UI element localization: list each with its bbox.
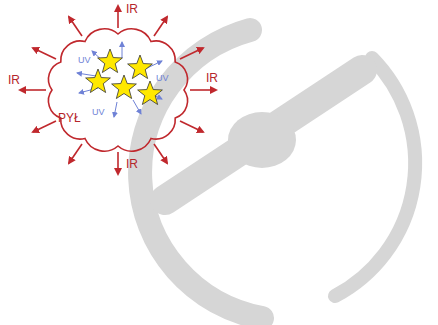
cloud-border	[48, 29, 187, 151]
uv-arrows	[77, 42, 162, 117]
stars	[86, 49, 163, 105]
dust-label: PYŁ	[58, 112, 81, 124]
dust-cloud: PYŁ	[46, 28, 190, 152]
ir-arrows	[20, 6, 216, 174]
uv-label: UV	[92, 108, 105, 117]
uv-label: UV	[78, 56, 91, 65]
ir-label: IR	[206, 72, 218, 84]
ir-label: IR	[8, 74, 20, 86]
cloud-outline	[46, 28, 190, 152]
ir-label: IR	[126, 158, 138, 170]
uv-label: UV	[156, 74, 169, 83]
ir-label: IR	[126, 3, 138, 15]
